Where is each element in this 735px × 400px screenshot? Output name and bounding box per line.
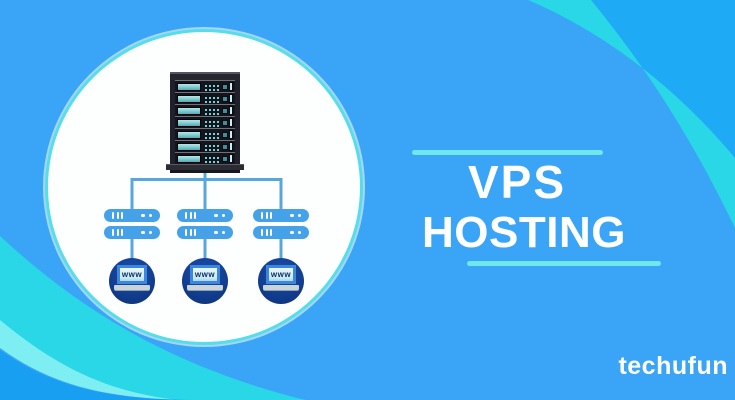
rack-base — [166, 164, 244, 170]
server-rack-icon — [166, 72, 244, 173]
corner-bottom-left-shape — [0, 350, 203, 400]
rack-cap — [170, 72, 240, 80]
rack-unit — [175, 140, 235, 152]
title-hosting: HOSTING — [422, 208, 626, 257]
rack-unit — [175, 92, 235, 104]
server-node-icon — [177, 209, 233, 243]
server-box — [104, 226, 160, 239]
server-box — [104, 209, 160, 222]
accent-line-bottom — [467, 261, 661, 266]
rack-unit — [175, 116, 235, 128]
laptop-screen: www — [190, 265, 220, 284]
rack-base-lip — [170, 170, 240, 173]
laptop-base — [187, 285, 223, 290]
www-client-icon: www — [182, 258, 228, 304]
watermark-techufun: techufun — [618, 352, 728, 380]
title-vps: VPS — [467, 156, 567, 208]
server-box — [177, 209, 233, 222]
rack-unit — [175, 80, 235, 92]
rack-body — [170, 80, 240, 164]
rack-unit — [175, 128, 235, 140]
server-node-icon — [253, 209, 309, 243]
swoosh-bottom-left — [0, 236, 305, 400]
swoosh-top-right — [528, 0, 735, 228]
server-box — [177, 226, 233, 239]
server-node-icon — [104, 209, 160, 243]
laptop-screen: www — [266, 265, 296, 284]
www-label: www — [121, 269, 143, 279]
rack-unit — [175, 152, 235, 164]
server-box — [253, 209, 309, 222]
www-label: www — [194, 269, 216, 279]
laptop-base — [263, 285, 299, 290]
laptop-base — [114, 285, 150, 290]
accent-line-top — [412, 150, 603, 155]
www-client-icon: www — [109, 258, 155, 304]
rack-unit — [175, 104, 235, 116]
www-client-icon: www — [258, 258, 304, 304]
corner-highlight-shape — [528, 0, 735, 158]
www-label: www — [270, 269, 292, 279]
laptop-screen: www — [117, 265, 147, 284]
server-box — [253, 226, 309, 239]
